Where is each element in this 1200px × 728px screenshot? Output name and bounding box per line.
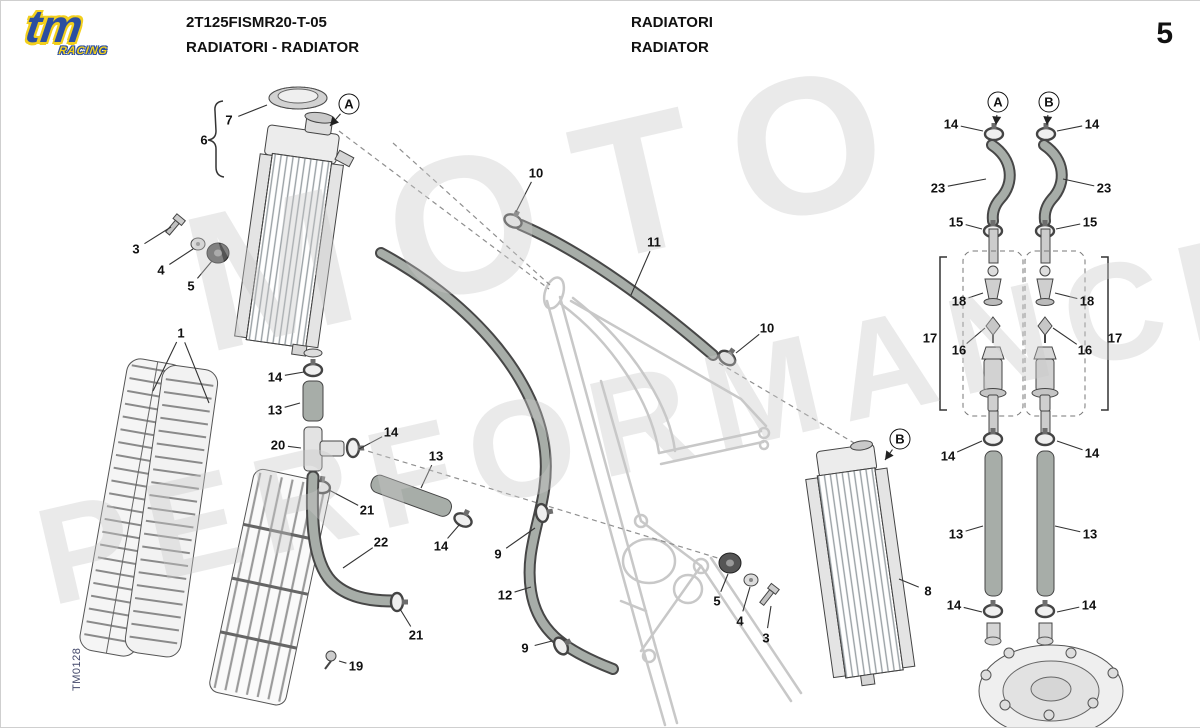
clamp-14 [451,505,478,531]
section-title-italian: RADIATORI [631,14,713,31]
motorcycle-frame-ghost [542,276,803,727]
right-mount-grommet [718,552,742,574]
clamp-14 [983,121,1005,142]
leader-lines [144,104,1095,664]
logo-text: tm [22,0,87,52]
radiator-grille [209,468,331,706]
part-title: RADIATORI - RADIATOR [186,39,360,56]
clamp-14 [1034,598,1056,619]
thermostat-body-right [1031,346,1059,412]
valve-16-left [985,316,1001,343]
section-title-english: RADIATOR [631,39,709,56]
bracket-17-right [1101,256,1109,411]
group-6-brace [207,100,225,178]
clamp-14 [1034,426,1056,447]
hose-13-diagonal [370,474,453,517]
lower-hose-assembly [302,348,478,670]
thermostat-group-box-right [1024,250,1086,417]
clamp-14 [1035,121,1057,142]
bracket-17-left [939,256,947,411]
bleed-fitting-19 [324,650,337,670]
t-fitting-20 [303,426,345,472]
left-radiator [234,111,355,357]
hose-23-left [988,141,1014,225]
clamp-14 [982,426,1004,447]
right-radiator [805,440,916,687]
thermostat-insert-18-right [1035,265,1055,306]
valve-16-right [1037,316,1053,343]
logo-subtext: RACING [57,45,109,57]
hose-13-left [984,450,1003,597]
hose-22 [307,472,398,606]
right-mount-washer [743,573,759,587]
hose-13-right [1036,450,1055,597]
clamp-14 [302,357,324,378]
thermostat-insert-18-left [983,265,1003,306]
water-pump-cover [978,636,1124,727]
clamp-14 [982,598,1004,619]
left-mount-washer [190,237,206,251]
long-hose-9-12 [375,247,619,675]
left-mount-bolt [164,213,187,236]
hose-13 [302,380,324,422]
right-mount-bolt [759,582,780,607]
hose-23-right [1040,141,1066,225]
left-mount-grommet [206,242,230,264]
tm-racing-logo: tm RACING [21,0,148,65]
thermostat-body-left [979,346,1007,412]
clamp-21 [389,591,410,613]
radiator-cap [268,86,328,110]
drawing-code: TM0128 [71,647,83,691]
louver-panel-2 [124,365,219,658]
upper-hose-11 [501,206,742,370]
page-number: 5 [1156,17,1173,50]
part-code: 2T125FISMR20-T-05 [186,14,327,31]
clamp-10 [714,342,742,370]
thermostat-hose-columns [939,121,1109,640]
clamp-9 [533,501,556,525]
